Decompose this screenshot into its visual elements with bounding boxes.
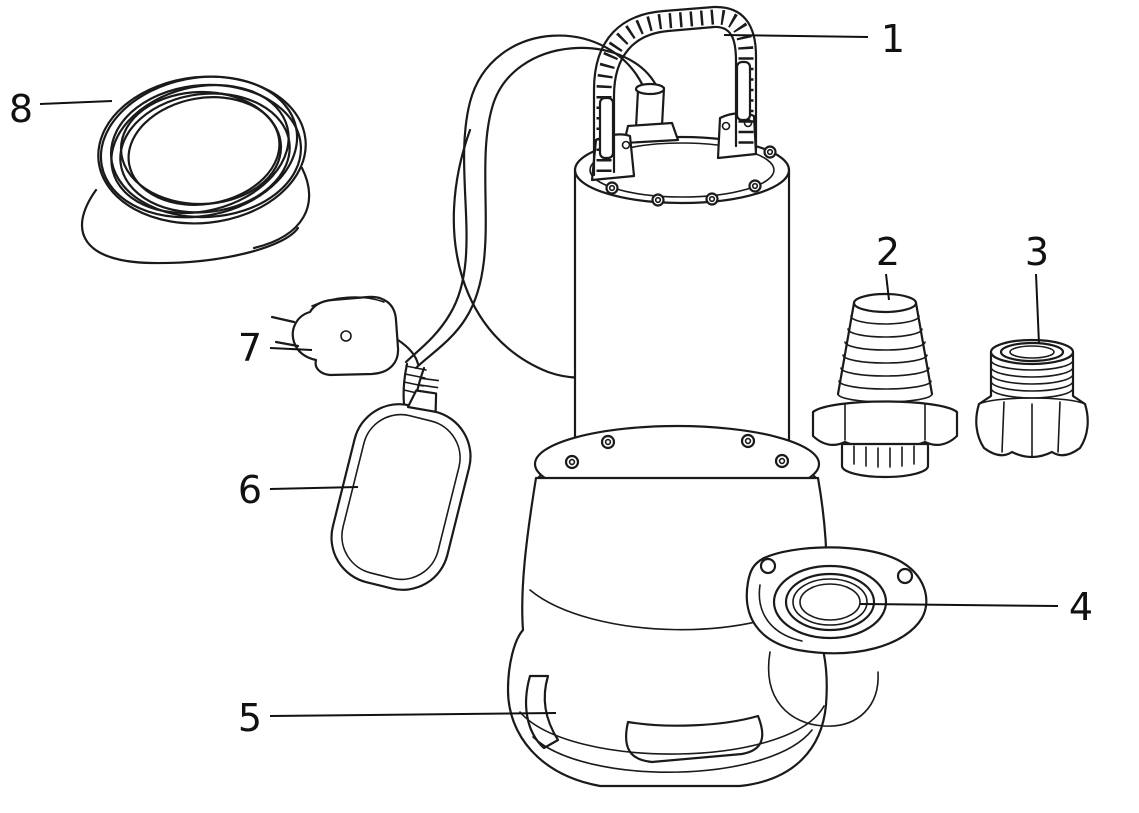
callout-4-number: 4	[1069, 585, 1093, 629]
callout-5-leader	[269, 712, 557, 717]
callout-3-number: 3	[1025, 230, 1049, 274]
callout-3-leader	[1035, 273, 1040, 345]
cap-bolts	[605, 145, 777, 207]
adapter-nut-drawing	[975, 338, 1089, 459]
callout-8-number: 8	[9, 87, 33, 131]
carrying-handle-drawing	[592, 5, 758, 177]
callout-5: 5	[238, 696, 557, 740]
float-switch-drawing	[330, 377, 472, 591]
callout-2: 2	[876, 230, 900, 301]
cable-gland-drawing	[622, 82, 680, 145]
callout-6-number: 6	[238, 468, 262, 512]
callout-7-leader	[269, 347, 313, 351]
callout-8: 8	[9, 87, 113, 131]
hose-connector-drawing	[811, 292, 959, 479]
callout-6: 6	[238, 468, 359, 512]
callout-5-number: 5	[238, 696, 262, 740]
discharge-outlet-drawing	[745, 546, 928, 727]
callout-1-leader	[723, 34, 869, 38]
callout-4: 4	[859, 585, 1093, 629]
callout-2-leader	[885, 273, 890, 301]
callout-8-leader	[39, 100, 113, 105]
callout-7: 7	[238, 326, 313, 370]
callout-6-leader	[269, 486, 359, 490]
callout-4-leader	[859, 603, 1059, 607]
callout-2-number: 2	[876, 230, 900, 274]
mains-plug-drawing	[270, 295, 420, 377]
callout-3: 3	[1025, 230, 1049, 345]
callout-1-number: 1	[881, 17, 905, 61]
callout-7-number: 7	[238, 326, 262, 370]
callout-1: 1	[723, 17, 905, 61]
power-cable-coil-drawing	[80, 75, 311, 265]
